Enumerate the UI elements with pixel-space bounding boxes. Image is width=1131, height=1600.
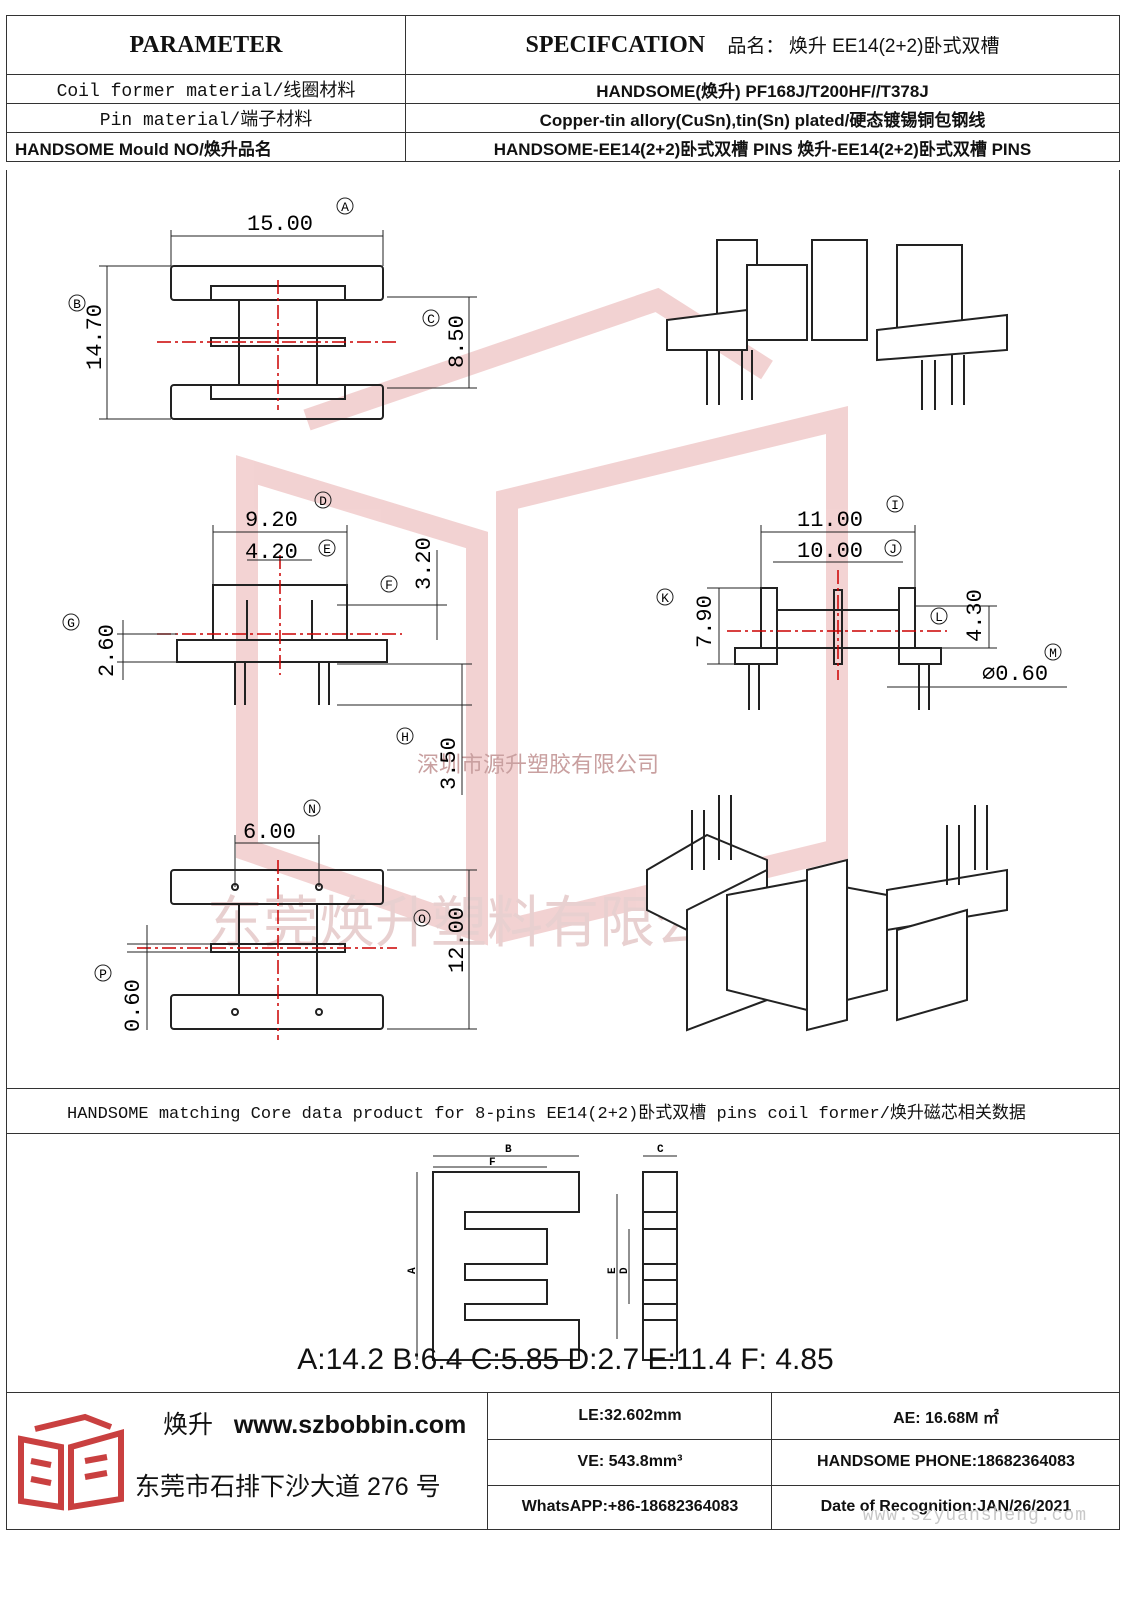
footer-table: 焕升 www.szbobbin.com 东莞市石排下沙大道 276 号 LE:3… [6,1392,1120,1530]
dim-A: 15.00 [247,212,313,237]
brand-logo-icon [18,1413,124,1511]
core-label-E: E [607,1267,619,1274]
dim-lines-top [99,230,477,420]
marker-B: B [73,297,81,312]
dim-E: 4.20 [245,540,298,565]
pin-material-value: Copper-tin allory(CuSn),tin(Sn) plated/硬… [405,103,1120,133]
marker-P: P [99,967,107,982]
dim-K: 7.90 [693,595,718,648]
side-view [176,584,388,705]
divider [487,1485,1119,1486]
core-drawing: A B C D E F [407,1144,678,1361]
date-cell: Date of Recognition:JAN/26/2021 [771,1485,1120,1529]
coil-material-label: Coil former material/线圈材料 [6,74,406,104]
company-address: 东莞市石排下沙大道 276 号 [135,1473,441,1501]
core-dimensions-text: A:14.2 B:6.4 C:5.85 D:2.7 E:11.4 F: 4.85 [297,1343,834,1376]
dim-C: 8.50 [445,315,470,368]
dim-B: 14.70 [83,304,108,370]
marker-G: G [67,616,75,631]
core-label-F: F [489,1157,496,1169]
marker-N: N [308,802,316,817]
dim-lines-side [117,525,472,795]
phone-cell: HANDSOME PHONE:18682364083 [771,1439,1120,1485]
parameter-heading: PARAMETER [6,15,406,75]
dim-lines-right [707,525,1067,688]
core-label-D: D [619,1267,631,1274]
core-label-B: B [505,1144,512,1156]
ae-cell: AE: 16.68M ㎡ [771,1393,1120,1439]
brand-text: 焕升 [163,1411,214,1439]
pin-material-label: Pin material/端子材料 [6,103,406,133]
divider [487,1439,1119,1440]
mould-no-label: HANDSOME Mould NO/焕升品名 [6,132,406,162]
product-name: 焕升 EE14(2+2)卧式双槽 [788,36,1000,57]
dim-F: 3.20 [412,537,437,590]
marker-E: E [323,542,331,557]
whatsapp-cell: WhatsAPP:+86-18682364083 [487,1485,772,1529]
le-cell: LE:32.602mm [487,1393,772,1439]
dim-H: 3.50 [437,737,462,790]
mould-no-value: HANDSOME-EE14(2+2)卧式双槽 PINS 焕升-EE14(2+2)… [405,132,1120,162]
marker-I: I [891,498,899,513]
watermark-website: www.szyuansheng.com [862,1506,1087,1526]
marker-O: O [418,912,426,927]
iso-view-top [666,239,1008,410]
core-dim-lines [416,1155,677,1360]
dim-J: 10.00 [797,539,863,564]
dimension-markers: A B C D E F G H I J K L M N O P [62,197,1062,982]
core-drawing-area: A B C D E F [6,1134,1120,1394]
marker-J: J [889,542,897,557]
brand-website: www.szbobbin.com [233,1411,467,1439]
dim-lines-bottom [127,835,477,1030]
core-labels: A B C D E F [407,1144,664,1274]
e-core-shape [432,1171,678,1361]
marker-M: M [1049,646,1057,661]
spec-header-table: PARAMETER SPECIFCATION 品名： 焕升 EE14(2+2)卧… [6,15,1120,162]
technical-drawing: 深圳市源升塑胶有限公司 东莞焕升塑料有限公司 15.00 14.70 8.50 [62,197,1067,1040]
core-label-A: A [407,1267,419,1274]
dim-L: 4.30 [963,589,988,642]
dim-D: 9.20 [245,508,298,533]
coil-material-value: HANDSOME(焕升) PF168J/T200HF//T378J [405,74,1120,104]
dim-I: 11.00 [797,508,863,533]
dim-M: ⌀0.60 [982,662,1048,687]
dim-G: 2.60 [95,624,120,677]
marker-D: D [319,494,327,509]
specification-heading-cell: SPECIFCATION 品名： 焕升 EE14(2+2)卧式双槽 [405,15,1120,75]
dim-O: 12.00 [445,907,470,973]
watermark-logo [236,287,848,946]
marker-A: A [341,200,349,215]
marker-H: H [401,730,409,745]
marker-F: F [385,578,393,593]
core-data-caption: HANDSOME matching Core data product for … [6,1088,1120,1134]
marker-C: C [427,312,435,327]
product-name-label: 品名： [727,36,785,57]
core-label-C: C [657,1144,664,1156]
technical-drawing-area: 深圳市源升塑胶有限公司 东莞焕升塑料有限公司 15.00 14.70 8.50 [6,170,1120,1090]
marker-K: K [661,591,669,606]
watermark-company-small: 深圳市源升塑胶有限公司 [417,753,659,778]
iso-view-bottom [646,795,1008,1032]
dim-P: 0.60 [121,979,146,1032]
specification-heading: SPECIFCATION [525,32,706,58]
dim-N: 6.00 [243,820,296,845]
marker-L: L [935,610,943,625]
ve-cell: VE: 543.8mm³ [487,1439,772,1485]
brand-name: 焕升 www.szbobbin.com [163,1405,466,1441]
